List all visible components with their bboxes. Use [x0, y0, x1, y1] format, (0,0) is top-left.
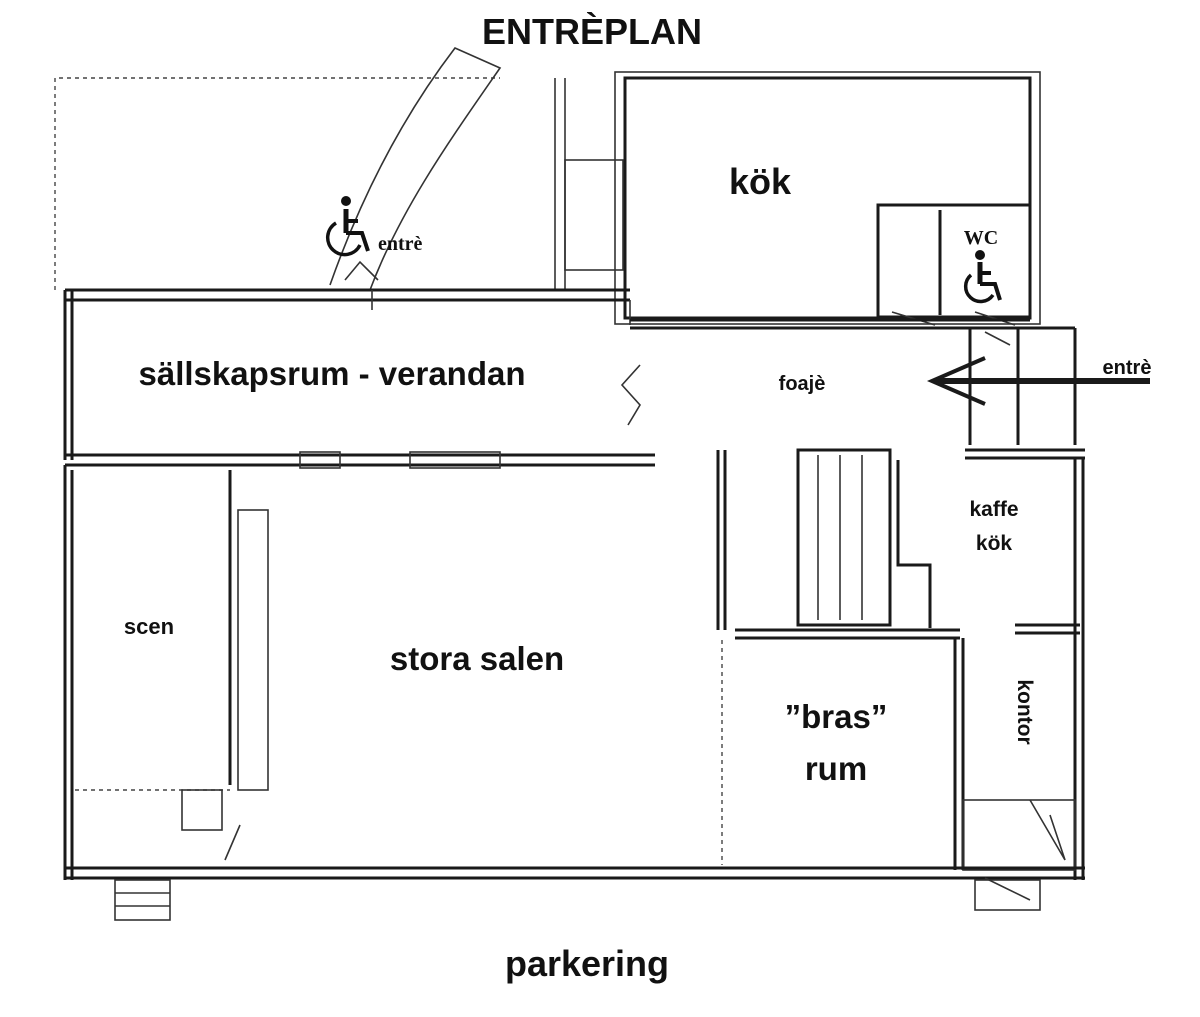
room-label-scen: scen [124, 614, 174, 639]
veranda-walls [63, 288, 1075, 469]
wheelchair-icon [963, 250, 1002, 304]
wheelchair-icon [325, 196, 370, 257]
plan-title: ENTRÈPLAN [482, 11, 702, 52]
kaffe-kok-walls [896, 458, 1085, 880]
room-label-bras: ”bras” [785, 698, 888, 735]
wc-walls [876, 203, 1032, 326]
veranda-doors [344, 260, 641, 426]
kitchen-walls [564, 71, 1041, 325]
room-label-kaffe-kok: kök [976, 532, 1013, 555]
room-label-kok: kök [729, 161, 792, 202]
foyer-walls [965, 328, 1085, 460]
room-label-kontor: kontor [1013, 679, 1036, 744]
room-label-foaje: foajè [779, 373, 826, 395]
entrance-label-veranda: entrè [378, 233, 423, 255]
room-label-stora-salen: stora salen [390, 640, 564, 677]
arrow-left-icon [926, 356, 1150, 406]
inner-walls [716, 450, 1076, 871]
room-label-wc: WC [964, 227, 998, 249]
stage-walls [63, 465, 269, 880]
room-label-bras-rum: rum [805, 750, 867, 787]
stairs [796, 448, 892, 627]
room-label-sallskapsrum: sällskapsrum - verandan [138, 355, 525, 392]
entrance-label-side: entrè [1103, 357, 1152, 379]
entrance-path [329, 47, 502, 291]
outer-walls [65, 866, 1085, 921]
veranda-outline [54, 77, 566, 290]
room-label-kaffe: kaffe [969, 498, 1018, 521]
outside-label-parking: parkering [505, 943, 669, 984]
